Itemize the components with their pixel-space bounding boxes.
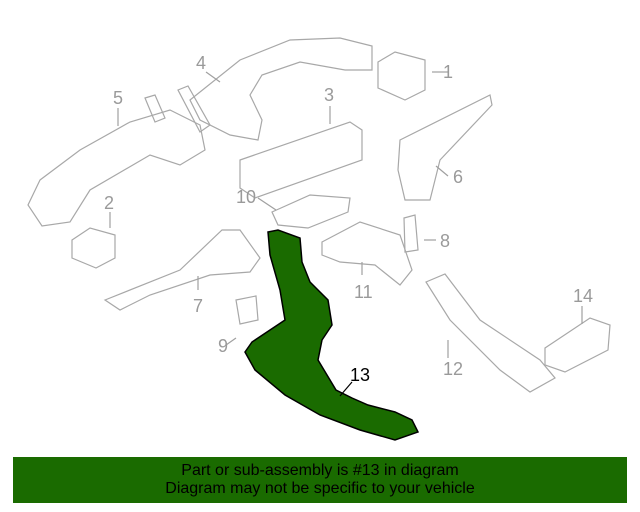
callout-4[interactable]: 4	[196, 53, 207, 73]
part-7-duct	[103, 229, 261, 311]
callout-9[interactable]: 9	[218, 336, 229, 356]
part-11-duct	[321, 221, 413, 286]
info-banner: Part or sub-assembly is #13 in diagram D…	[13, 457, 627, 503]
callout-14[interactable]: 14	[573, 286, 594, 306]
part-6-duct	[397, 94, 493, 201]
callout-5[interactable]: 5	[113, 88, 124, 108]
banner-line-part-number: Part or sub-assembly is #13 in diagram	[181, 462, 459, 479]
callout-10[interactable]: 10	[236, 187, 257, 207]
callout-3[interactable]: 3	[324, 85, 335, 105]
parts-diagram: 1 2 3 4 5 6 7 8 9 10 11 12 13 14	[27, 37, 611, 441]
part-1-vent	[377, 51, 426, 101]
part-5-duct	[27, 109, 206, 227]
callout-7[interactable]: 7	[193, 296, 204, 316]
part-9-clip	[235, 295, 259, 325]
part-10-vent	[271, 194, 351, 229]
parts-illustration	[27, 37, 611, 441]
part-12-duct	[425, 273, 556, 393]
part-8-clip	[403, 214, 419, 253]
banner-line-disclaimer: Diagram may not be specific to your vehi…	[165, 480, 475, 497]
part-3-grille	[239, 121, 363, 199]
part-2-vent	[71, 227, 116, 269]
callout-12[interactable]: 12	[443, 359, 464, 379]
callout-11[interactable]: 11	[354, 282, 373, 302]
callout-8[interactable]: 8	[440, 231, 451, 251]
callout-1[interactable]: 1	[443, 62, 454, 82]
part-13-duct-highlighted	[244, 229, 420, 441]
part-14-vent	[544, 317, 611, 373]
callout-13-highlighted[interactable]: 13	[350, 365, 371, 385]
part-4-duct	[189, 37, 373, 141]
callout-2[interactable]: 2	[104, 193, 115, 213]
callout-6[interactable]: 6	[453, 167, 464, 187]
